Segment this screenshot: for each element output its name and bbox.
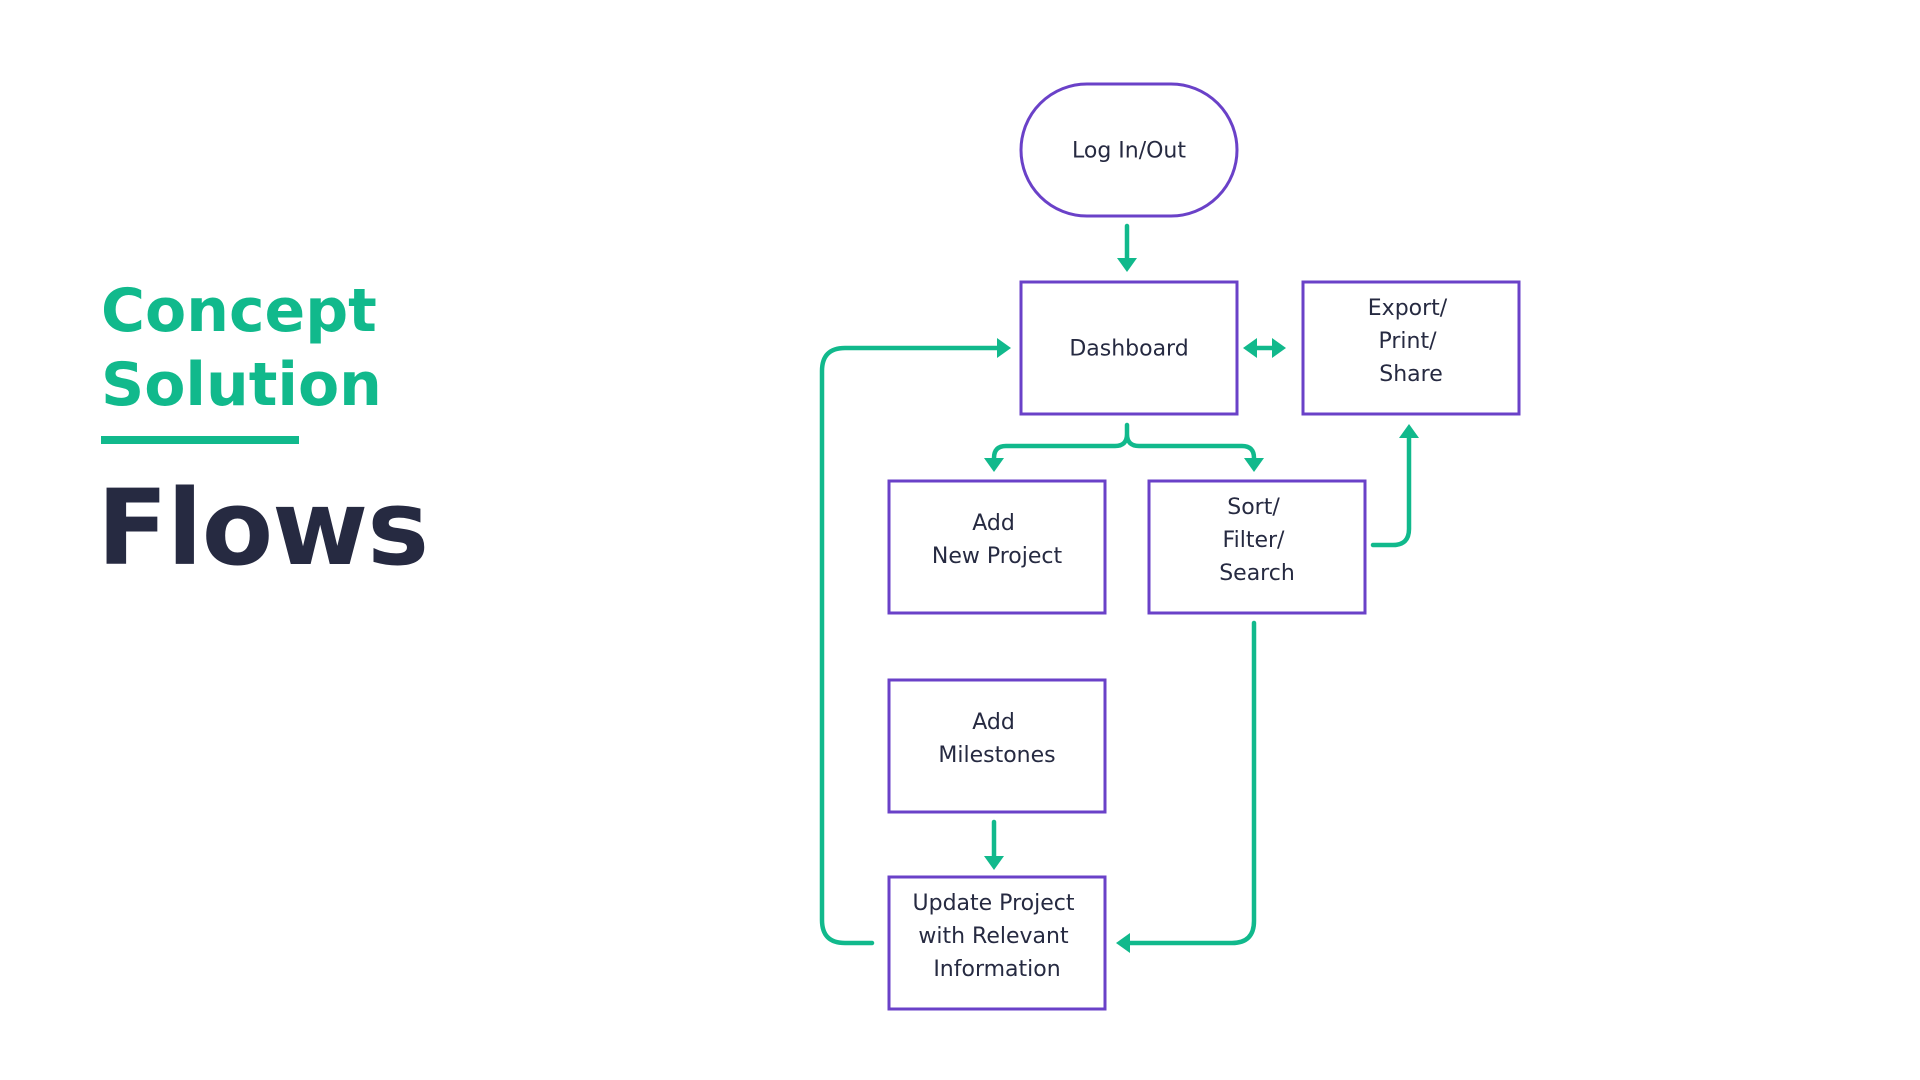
node-milestones-label: Add Milestones bbox=[938, 710, 1055, 768]
node-sort-line-3: Search bbox=[1219, 561, 1295, 586]
node-milestones: Add Milestones bbox=[887, 678, 1107, 814]
node-login-label: Log In/Out bbox=[1072, 139, 1186, 164]
arrowhead-export-left bbox=[1243, 338, 1257, 358]
arrowhead-dashboard-left bbox=[997, 338, 1011, 358]
node-add-project-line-2: New Project bbox=[932, 544, 1063, 569]
connector-dashboard-fork bbox=[991, 422, 1257, 462]
connector-sort-export bbox=[1370, 434, 1412, 548]
node-dashboard-line-1: Dashboard bbox=[1069, 337, 1188, 362]
connector-sort-update bbox=[1127, 620, 1257, 946]
page-title: Flows bbox=[97, 467, 429, 589]
node-milestones-line-2: Milestones bbox=[938, 743, 1055, 768]
node-export: Export/ Print/ Share bbox=[1301, 280, 1521, 416]
node-login-line-1: Log In/Out bbox=[1072, 139, 1186, 164]
node-sort-label: Sort/ Filter/ Search bbox=[1219, 495, 1295, 586]
node-export-line-2: Print/ bbox=[1378, 329, 1437, 354]
connectors bbox=[819, 223, 1419, 953]
node-sort-line-2: Filter/ bbox=[1223, 528, 1285, 553]
node-milestones-line-1: Add bbox=[972, 710, 1015, 735]
node-sort-line-1: Sort/ bbox=[1227, 495, 1280, 520]
arrowhead-add-project bbox=[984, 458, 1004, 472]
arrowhead-update-top bbox=[984, 856, 1004, 870]
node-update-line-3: Information bbox=[933, 957, 1060, 982]
node-add-project-label: Add New Project bbox=[932, 511, 1063, 569]
arrowhead-export-right bbox=[1272, 338, 1286, 358]
node-update-shape bbox=[887, 875, 1107, 1011]
node-export-line-1: Export/ bbox=[1368, 296, 1448, 321]
node-update: Update Project with Relevant Information bbox=[887, 875, 1107, 1011]
node-update-line-1: Update Project bbox=[913, 891, 1075, 916]
heading-underline bbox=[101, 436, 299, 444]
node-login: Log In/Out bbox=[1019, 82, 1239, 218]
node-dashboard: Dashboard bbox=[1019, 280, 1239, 416]
node-add-project-line-1: Add bbox=[972, 511, 1015, 536]
node-dashboard-shape bbox=[1019, 280, 1239, 416]
node-sort-shape bbox=[1147, 479, 1367, 615]
node-login-shape bbox=[1019, 82, 1239, 218]
node-milestones-shape bbox=[887, 678, 1107, 814]
node-export-line-3: Share bbox=[1379, 362, 1443, 387]
node-update-label: Update Project with Relevant Information bbox=[913, 891, 1082, 982]
node-add-project: Add New Project bbox=[887, 479, 1107, 615]
heading-solution: Solution bbox=[101, 350, 382, 420]
heading-concept: Concept bbox=[101, 276, 377, 346]
node-update-line-2: with Relevant bbox=[918, 924, 1069, 949]
node-sort: Sort/ Filter/ Search bbox=[1147, 479, 1367, 615]
arrowhead-sort bbox=[1244, 458, 1264, 472]
section-heading: Concept Solution bbox=[101, 274, 382, 422]
arrowhead-update-right bbox=[1116, 933, 1130, 953]
node-export-shape bbox=[1301, 280, 1521, 416]
node-add-project-shape bbox=[887, 479, 1107, 615]
node-export-label: Export/ Print/ Share bbox=[1368, 296, 1454, 387]
node-dashboard-label: Dashboard bbox=[1069, 337, 1188, 362]
connector-update-dashboard bbox=[819, 345, 1000, 946]
arrowhead-dashboard-top bbox=[1117, 258, 1137, 272]
arrowhead-export-bottom bbox=[1399, 424, 1419, 438]
